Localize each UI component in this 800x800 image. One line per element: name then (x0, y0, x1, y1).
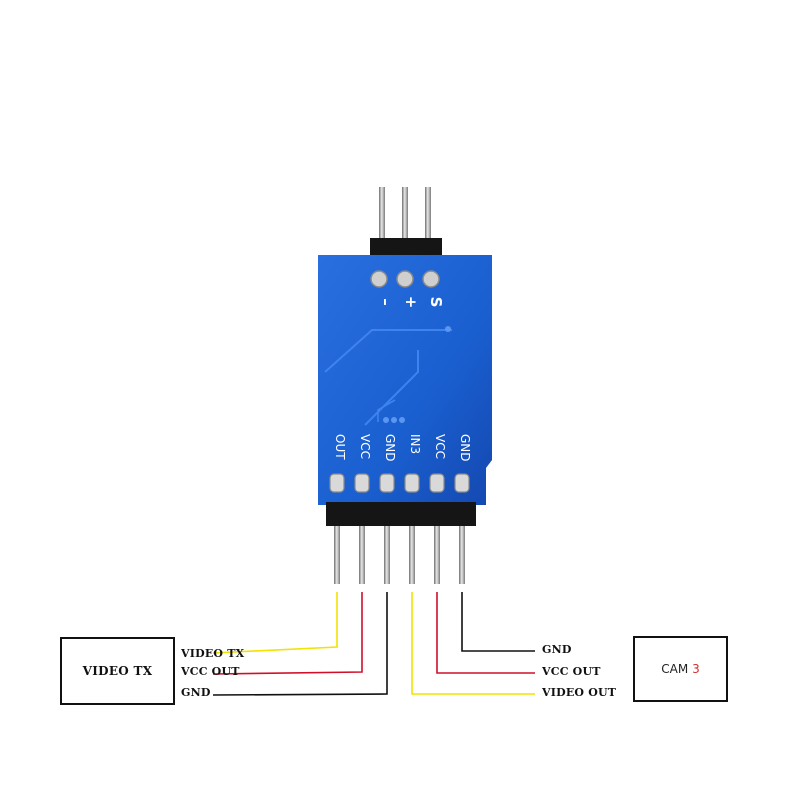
bottom-pin-1 (334, 526, 340, 584)
bottom-pin-label: IN3 (408, 434, 422, 454)
wire-vcc-out-right (436, 592, 535, 674)
bottom-header-housing (326, 502, 476, 526)
wire-label-vcc-out-right: VCC OUT (542, 665, 601, 678)
board-trace (324, 329, 452, 373)
top-pad-3 (422, 270, 440, 288)
board-trace (364, 350, 419, 426)
bottom-pad-1 (329, 473, 345, 493)
top-pad-1 (370, 270, 388, 288)
video-tx-box-label: VIDEO TX (82, 664, 153, 678)
wire-label-video-out: VIDEO OUT (542, 686, 617, 699)
wire-label-gnd-right: GND (542, 643, 572, 656)
bottom-pads (329, 473, 470, 493)
board-shape (318, 255, 492, 505)
top-pin-label: – (377, 298, 395, 306)
bottom-pad-6 (454, 473, 470, 493)
top-pin-3 (425, 187, 431, 247)
wire-gnd-left (212, 592, 388, 696)
board-via (399, 417, 405, 423)
pcb-board: – + S OUT VCC GND IN3 VCC GND (318, 255, 492, 505)
bottom-pin-label: GND (458, 434, 472, 462)
bottom-pin-label: VCC (358, 434, 372, 459)
bottom-pin-5 (434, 526, 440, 584)
wire-video-out (411, 592, 535, 695)
bottom-pad-3 (379, 473, 395, 493)
video-tx-box: VIDEO TX (60, 637, 175, 705)
bottom-pin-label: GND (383, 434, 397, 462)
bottom-pin-6 (459, 526, 465, 584)
wires (212, 592, 535, 696)
top-pin-label: + (402, 296, 420, 309)
wire-gnd-right (461, 592, 535, 652)
top-pad-2 (396, 270, 414, 288)
wire-vcc-out-left (212, 592, 363, 675)
cam-box: CAM 3 (633, 636, 728, 702)
bottom-pin-3 (384, 526, 390, 584)
cam-box-label: CAM 3 (661, 662, 699, 676)
board-via (445, 326, 451, 332)
bottom-pin-4 (409, 526, 415, 584)
top-pin-1 (379, 187, 385, 247)
wire-label-vcc-out-left: VCC OUT (181, 665, 240, 678)
bottom-pin-label: VCC (433, 434, 447, 459)
bottom-pad-2 (354, 473, 370, 493)
board-via (391, 417, 397, 423)
board-trace (377, 399, 396, 422)
board-via (383, 417, 389, 423)
top-pin-2 (402, 187, 408, 247)
cam-label-text: CAM (661, 662, 689, 676)
bottom-pin-label: OUT (333, 434, 347, 460)
wire-video-tx (212, 592, 338, 654)
bottom-pad-4 (404, 473, 420, 493)
top-pin-header (370, 187, 442, 258)
top-pin-label: S (427, 297, 445, 308)
bottom-pin-header (326, 502, 476, 584)
top-header-housing (370, 238, 442, 258)
cam-number: 3 (692, 662, 700, 676)
bottom-pad-5 (429, 473, 445, 493)
bottom-pin-2 (359, 526, 365, 584)
wire-label-gnd-left: GND (181, 686, 211, 699)
wire-label-video-tx: VIDEO TX (181, 647, 245, 660)
